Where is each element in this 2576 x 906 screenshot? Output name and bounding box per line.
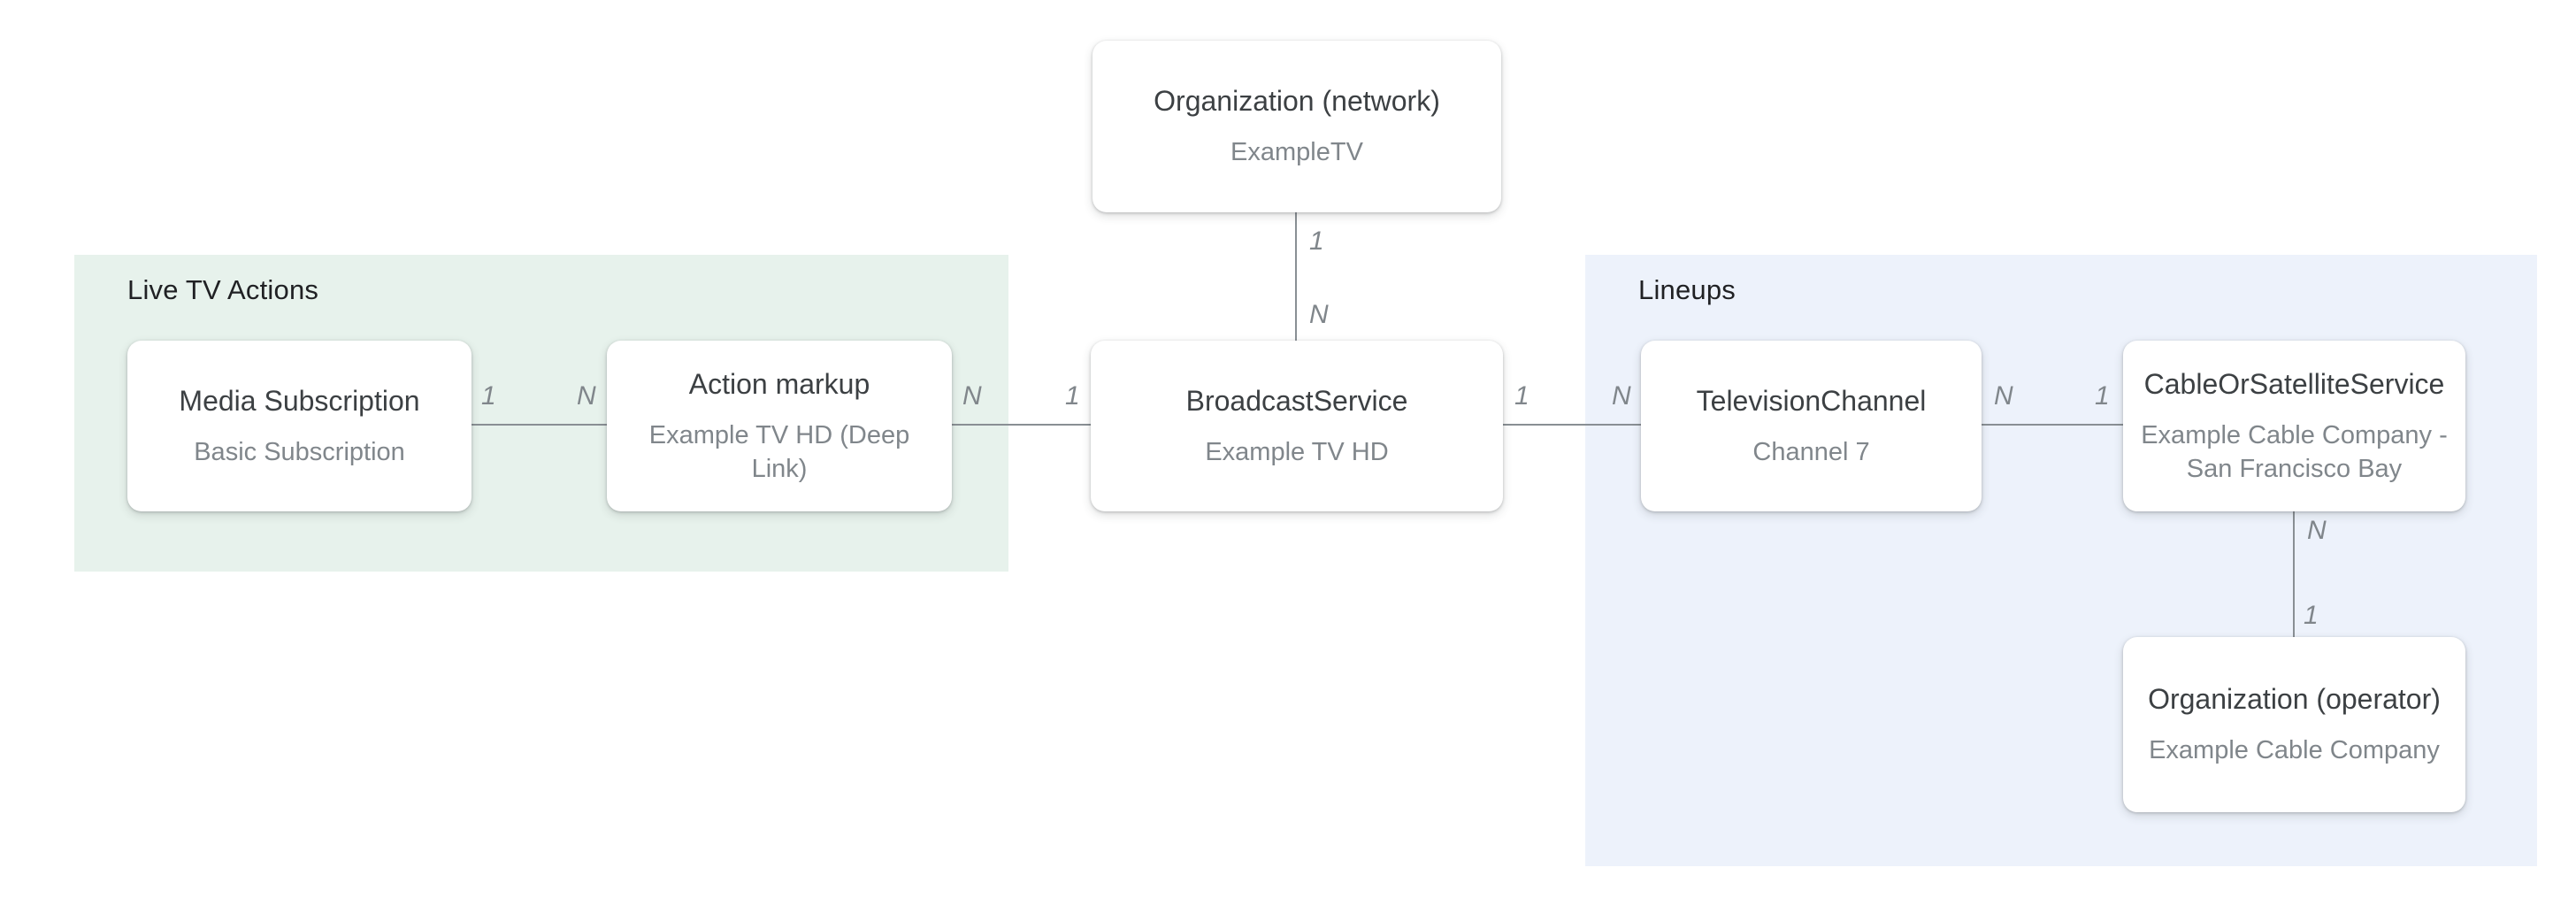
node-title: Organization (network) (1154, 85, 1440, 118)
node-subtitle: Basic Subscription (194, 437, 405, 466)
node-action-markup: Action markup Example TV HD (Deep Link) (607, 341, 952, 511)
node-subtitle: Channel 7 (1752, 437, 1870, 466)
node-title: Action markup (688, 367, 870, 400)
node-title: CableOrSatelliteService (2143, 367, 2445, 400)
cardinality-label: 1 (1065, 381, 1080, 411)
cardinality-label: N (1612, 381, 1631, 411)
cardinality-label: N (2307, 516, 2327, 545)
node-subtitle: ExampleTV (1230, 138, 1363, 167)
node-broadcast-service: BroadcastService Example TV HD (1091, 341, 1503, 511)
cardinality-label: N (577, 381, 596, 411)
cardinality-label: 1 (1514, 381, 1530, 411)
node-subtitle: Example TV HD (1205, 437, 1389, 466)
node-title: TelevisionChannel (1696, 384, 1927, 417)
edge-broadcast-to-television-channel (1503, 424, 1641, 426)
region-lineups-label: Lineups (1638, 274, 1736, 305)
cardinality-label: 1 (2095, 381, 2110, 411)
edge-action-markup-to-broadcast (952, 424, 1091, 426)
node-cable-or-satellite-service: CableOrSatelliteService Example Cable Co… (2123, 341, 2465, 511)
node-title: Media Subscription (179, 384, 420, 417)
edge-organization-to-broadcast (1295, 212, 1297, 341)
node-subtitle: Example Cable Company (2149, 736, 2440, 765)
cardinality-label: 1 (481, 381, 496, 411)
cardinality-label: N (1994, 381, 2013, 411)
edge-cable-to-operator (2293, 511, 2295, 637)
edge-media-subscription-to-action-markup (472, 424, 607, 426)
node-media-subscription: Media Subscription Basic Subscription (127, 341, 472, 511)
edge-television-channel-to-cable (1982, 424, 2123, 426)
cardinality-label: N (1309, 300, 1329, 329)
node-subtitle: Example Cable Company - San Francisco Ba… (2141, 420, 2448, 483)
node-television-channel: TelevisionChannel Channel 7 (1641, 341, 1982, 511)
cardinality-label: N (962, 381, 982, 411)
region-live-tv-actions-label: Live TV Actions (127, 274, 319, 305)
node-title: Organization (operator) (2148, 683, 2441, 716)
node-organization-operator: Organization (operator) Example Cable Co… (2123, 637, 2465, 812)
node-subtitle: Example TV HD (Deep Link) (648, 420, 910, 483)
node-organization-network: Organization (network) ExampleTV (1092, 41, 1501, 212)
cardinality-label: 1 (1309, 226, 1324, 256)
node-title: BroadcastService (1185, 384, 1408, 417)
cardinality-label: 1 (2304, 601, 2319, 630)
